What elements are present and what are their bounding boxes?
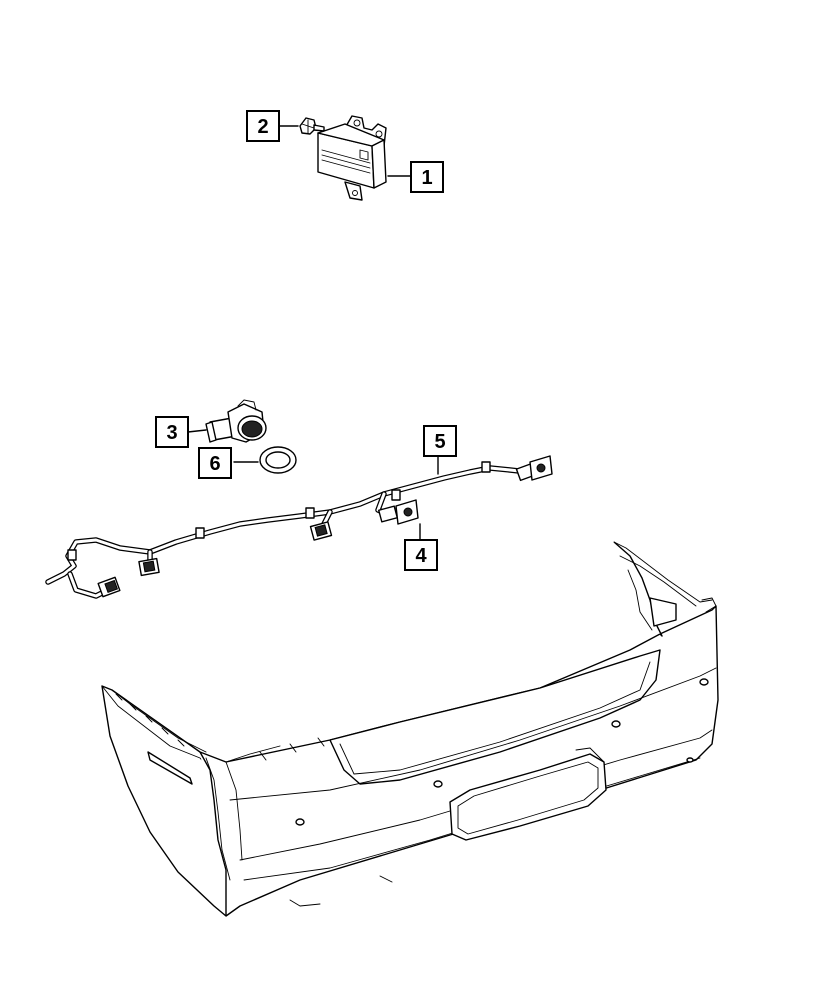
callout-5-label: 5	[434, 431, 445, 453]
park-assist-module	[317, 115, 387, 201]
callout-2-label: 2	[257, 116, 268, 138]
callout-4: 4	[404, 539, 438, 571]
callout-6: 6	[198, 447, 232, 479]
callout-4-label: 4	[415, 545, 427, 567]
sensor-bezel-ring	[259, 446, 297, 474]
wiring-harness	[45, 461, 537, 599]
callout-2: 2	[246, 110, 280, 142]
rear-bumper-fascia	[101, 541, 719, 917]
callout-3-label: 3	[166, 422, 177, 444]
callout-1: 1	[410, 161, 444, 193]
callout-1-label: 1	[421, 167, 432, 189]
leader-lines	[187, 125, 439, 541]
callout-6-label: 6	[209, 453, 220, 475]
sensor-bracket	[395, 455, 553, 525]
screw	[299, 117, 325, 135]
parking-sensor	[205, 399, 267, 443]
callout-5: 5	[423, 425, 457, 457]
callout-3: 3	[155, 416, 189, 448]
